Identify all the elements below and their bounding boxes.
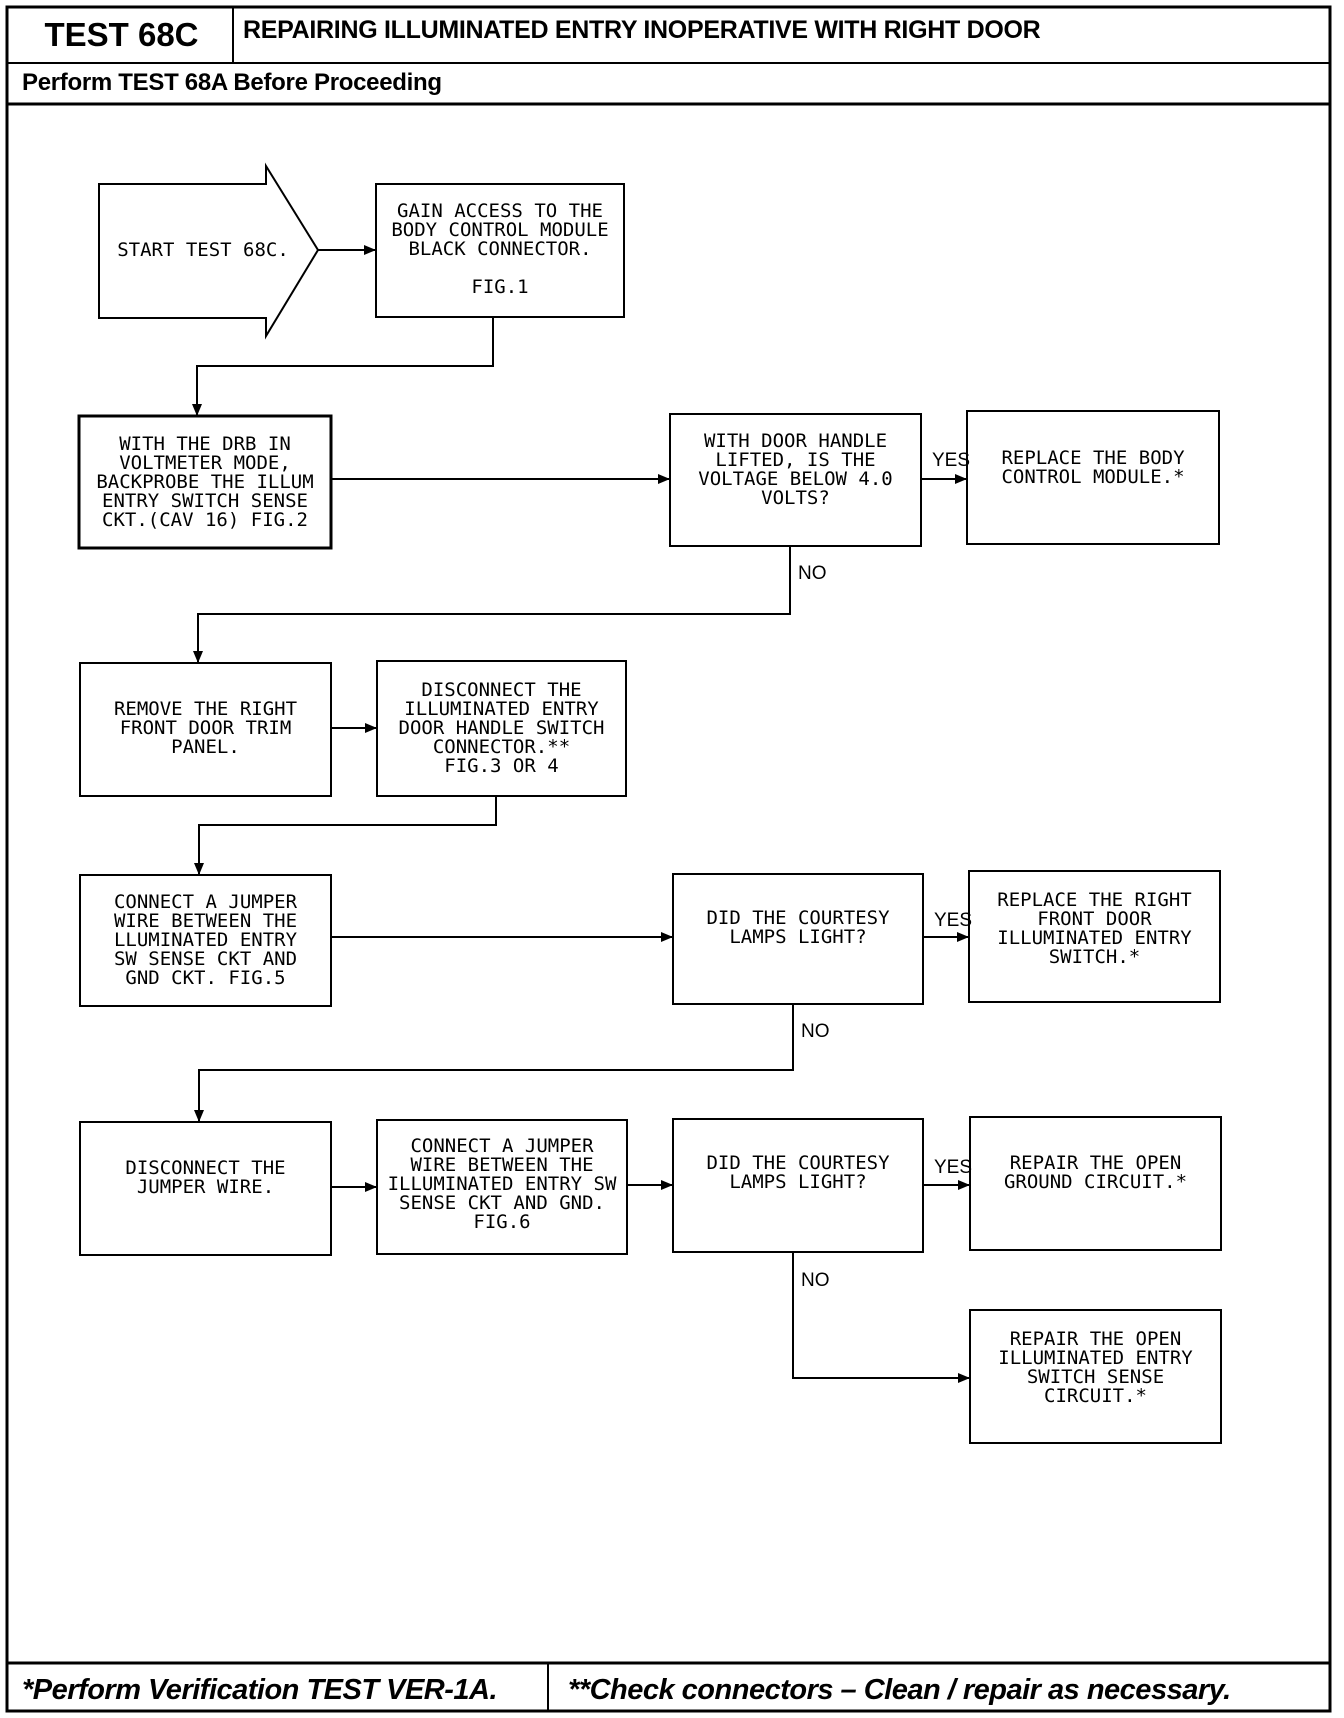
- box-text-line: VOLTAGE BELOW 4.0: [698, 468, 893, 490]
- box-text-line: WITH DOOR HANDLE: [703, 430, 888, 452]
- box-text-line: SENSE CKT AND GND.: [399, 1192, 605, 1214]
- arrow-disconnect-to-jumper: [194, 796, 497, 875]
- box-text-line: FIG.6: [473, 1211, 531, 1233]
- start-label: START TEST 68C.: [110, 200, 296, 300]
- box-text-line: REPAIR THE OPEN: [1009, 1328, 1182, 1350]
- box-text-line: CONNECT A JUMPER: [410, 1135, 594, 1157]
- no-label-lamps-1: NO: [801, 1021, 830, 1042]
- box-text-line: GAIN ACCESS TO THE: [397, 200, 603, 222]
- box-text-line: FRONT DOOR TRIM: [119, 717, 292, 739]
- yes-label-lamps-2: YES: [934, 1157, 973, 1178]
- box-text-line: VOLTS?: [761, 487, 830, 509]
- box-text-line: ILLUMINATED ENTRY SW: [387, 1173, 617, 1195]
- start-arrow-shape: [98, 162, 320, 340]
- box-text-line: LAMPS LIGHT?: [729, 1171, 867, 1193]
- box-text-line: LIFTED, IS THE: [715, 449, 876, 471]
- box-text-line: START TEST 68C.: [117, 238, 289, 261]
- box-text-line: ILLUMINATED ENTRY: [998, 1347, 1193, 1369]
- box-text-line: CKT.(CAV 16) FIG.2: [102, 508, 308, 531]
- box-repair-sense: [969, 1309, 1222, 1444]
- box-text-line: SWITCH SENSE: [1026, 1366, 1165, 1388]
- box-text-line: BLACK CONNECTOR.: [408, 238, 592, 260]
- box-text-line: CONTROL MODULE.*: [1001, 466, 1185, 488]
- box-text-line: REPLACE THE RIGHT: [997, 889, 1192, 911]
- box-text-line: GND CKT. FIG.5: [125, 967, 286, 989]
- box-jumper-sense-gnd-2: [376, 1119, 628, 1255]
- box-replace-switch: [968, 870, 1221, 1003]
- box-text-line: DOOR HANDLE SWITCH: [398, 717, 605, 739]
- no-label-voltage: NO: [798, 563, 827, 584]
- box-text-line: ILLUMINATED ENTRY: [997, 927, 1192, 949]
- footer-connectors-note: **Check connectors – Clean / repair as n…: [568, 1673, 1231, 1706]
- box-disconnect-jumper: [79, 1121, 332, 1256]
- arrow-no-to-remove-trim: [193, 546, 791, 663]
- box-text-line: REPAIR THE OPEN: [1009, 1152, 1182, 1174]
- box-text-line: CIRCUIT.*: [1044, 1385, 1147, 1407]
- box-text-line: DID THE COURTESY: [706, 1152, 890, 1174]
- box-text-line: DISCONNECT THE: [421, 679, 582, 701]
- arrow-no-to-disconnect-jumper: [194, 1004, 794, 1122]
- box-text-line: ENTRY SWITCH SENSE: [102, 489, 308, 512]
- box-text-line: JUMPER WIRE.: [136, 1176, 275, 1198]
- box-text-line: DID THE COURTESY: [706, 907, 890, 929]
- gain-access-ref: FIG.1: [471, 276, 529, 298]
- box-text-line: WIRE BETWEEN THE: [410, 1154, 594, 1176]
- page-frame: [5, 5, 1332, 1713]
- arrow-no-to-repair-sense: [792, 1252, 970, 1383]
- box-remove-trim: [79, 662, 332, 797]
- no-label-lamps-2: NO: [801, 1270, 830, 1291]
- box-text-line: LAMPS LIGHT?: [729, 926, 867, 948]
- box-text-line: REMOVE THE RIGHT: [113, 698, 298, 720]
- box-gain-access: [375, 183, 625, 318]
- yes-label-lamps-1: YES: [934, 910, 973, 931]
- box-decision-lamps-1: [672, 873, 924, 1005]
- box-text-line: LLUMINATED ENTRY: [113, 929, 298, 951]
- prerequisite-note: Perform TEST 68A Before Proceeding: [22, 69, 442, 96]
- yes-label-voltage: YES: [932, 450, 971, 471]
- box-text-line: DISCONNECT THE: [125, 1157, 286, 1179]
- box-disconnect-switch: [376, 660, 627, 797]
- box-text-line: BACKPROBE THE ILLUM: [96, 470, 314, 493]
- box-text-line: SWITCH.*: [1048, 946, 1141, 968]
- box-text-line: GROUND CIRCUIT.*: [1003, 1171, 1188, 1193]
- box-text-line: FRONT DOOR: [1037, 908, 1152, 930]
- box-jumper-sense-gnd: [79, 874, 332, 1007]
- test-id: TEST 68C: [44, 15, 199, 53]
- box-text-line: REPLACE THE BODY: [1001, 447, 1185, 469]
- box-text-line: ILLUMINATED ENTRY: [404, 698, 599, 720]
- box-text-line: WITH THE DRB IN: [119, 432, 291, 455]
- box-text-line: PANEL.: [171, 736, 240, 758]
- test-title: REPAIRING ILLUMINATED ENTRY INOPERATIVE …: [243, 16, 1041, 44]
- box-text-line: BODY CONTROL MODULE: [391, 219, 609, 241]
- box-text-line: VOLTMETER MODE,: [119, 451, 291, 474]
- box-text-line: CONNECT A JUMPER: [113, 891, 298, 913]
- box-backprobe: [77, 414, 333, 550]
- box-text-line: CONNECTOR.**: [432, 736, 571, 758]
- box-text-line: FIG.3 OR 4: [444, 755, 559, 777]
- footer-verification-note: *Perform Verification TEST VER-1A.: [22, 1673, 498, 1706]
- box-repair-ground: [969, 1116, 1222, 1251]
- box-replace-bcm: [966, 410, 1220, 545]
- arrow-gain-to-backprobe: [192, 317, 494, 416]
- box-text-line: SW SENSE CKT AND: [113, 948, 298, 970]
- box-text-line: WIRE BETWEEN THE: [113, 910, 298, 932]
